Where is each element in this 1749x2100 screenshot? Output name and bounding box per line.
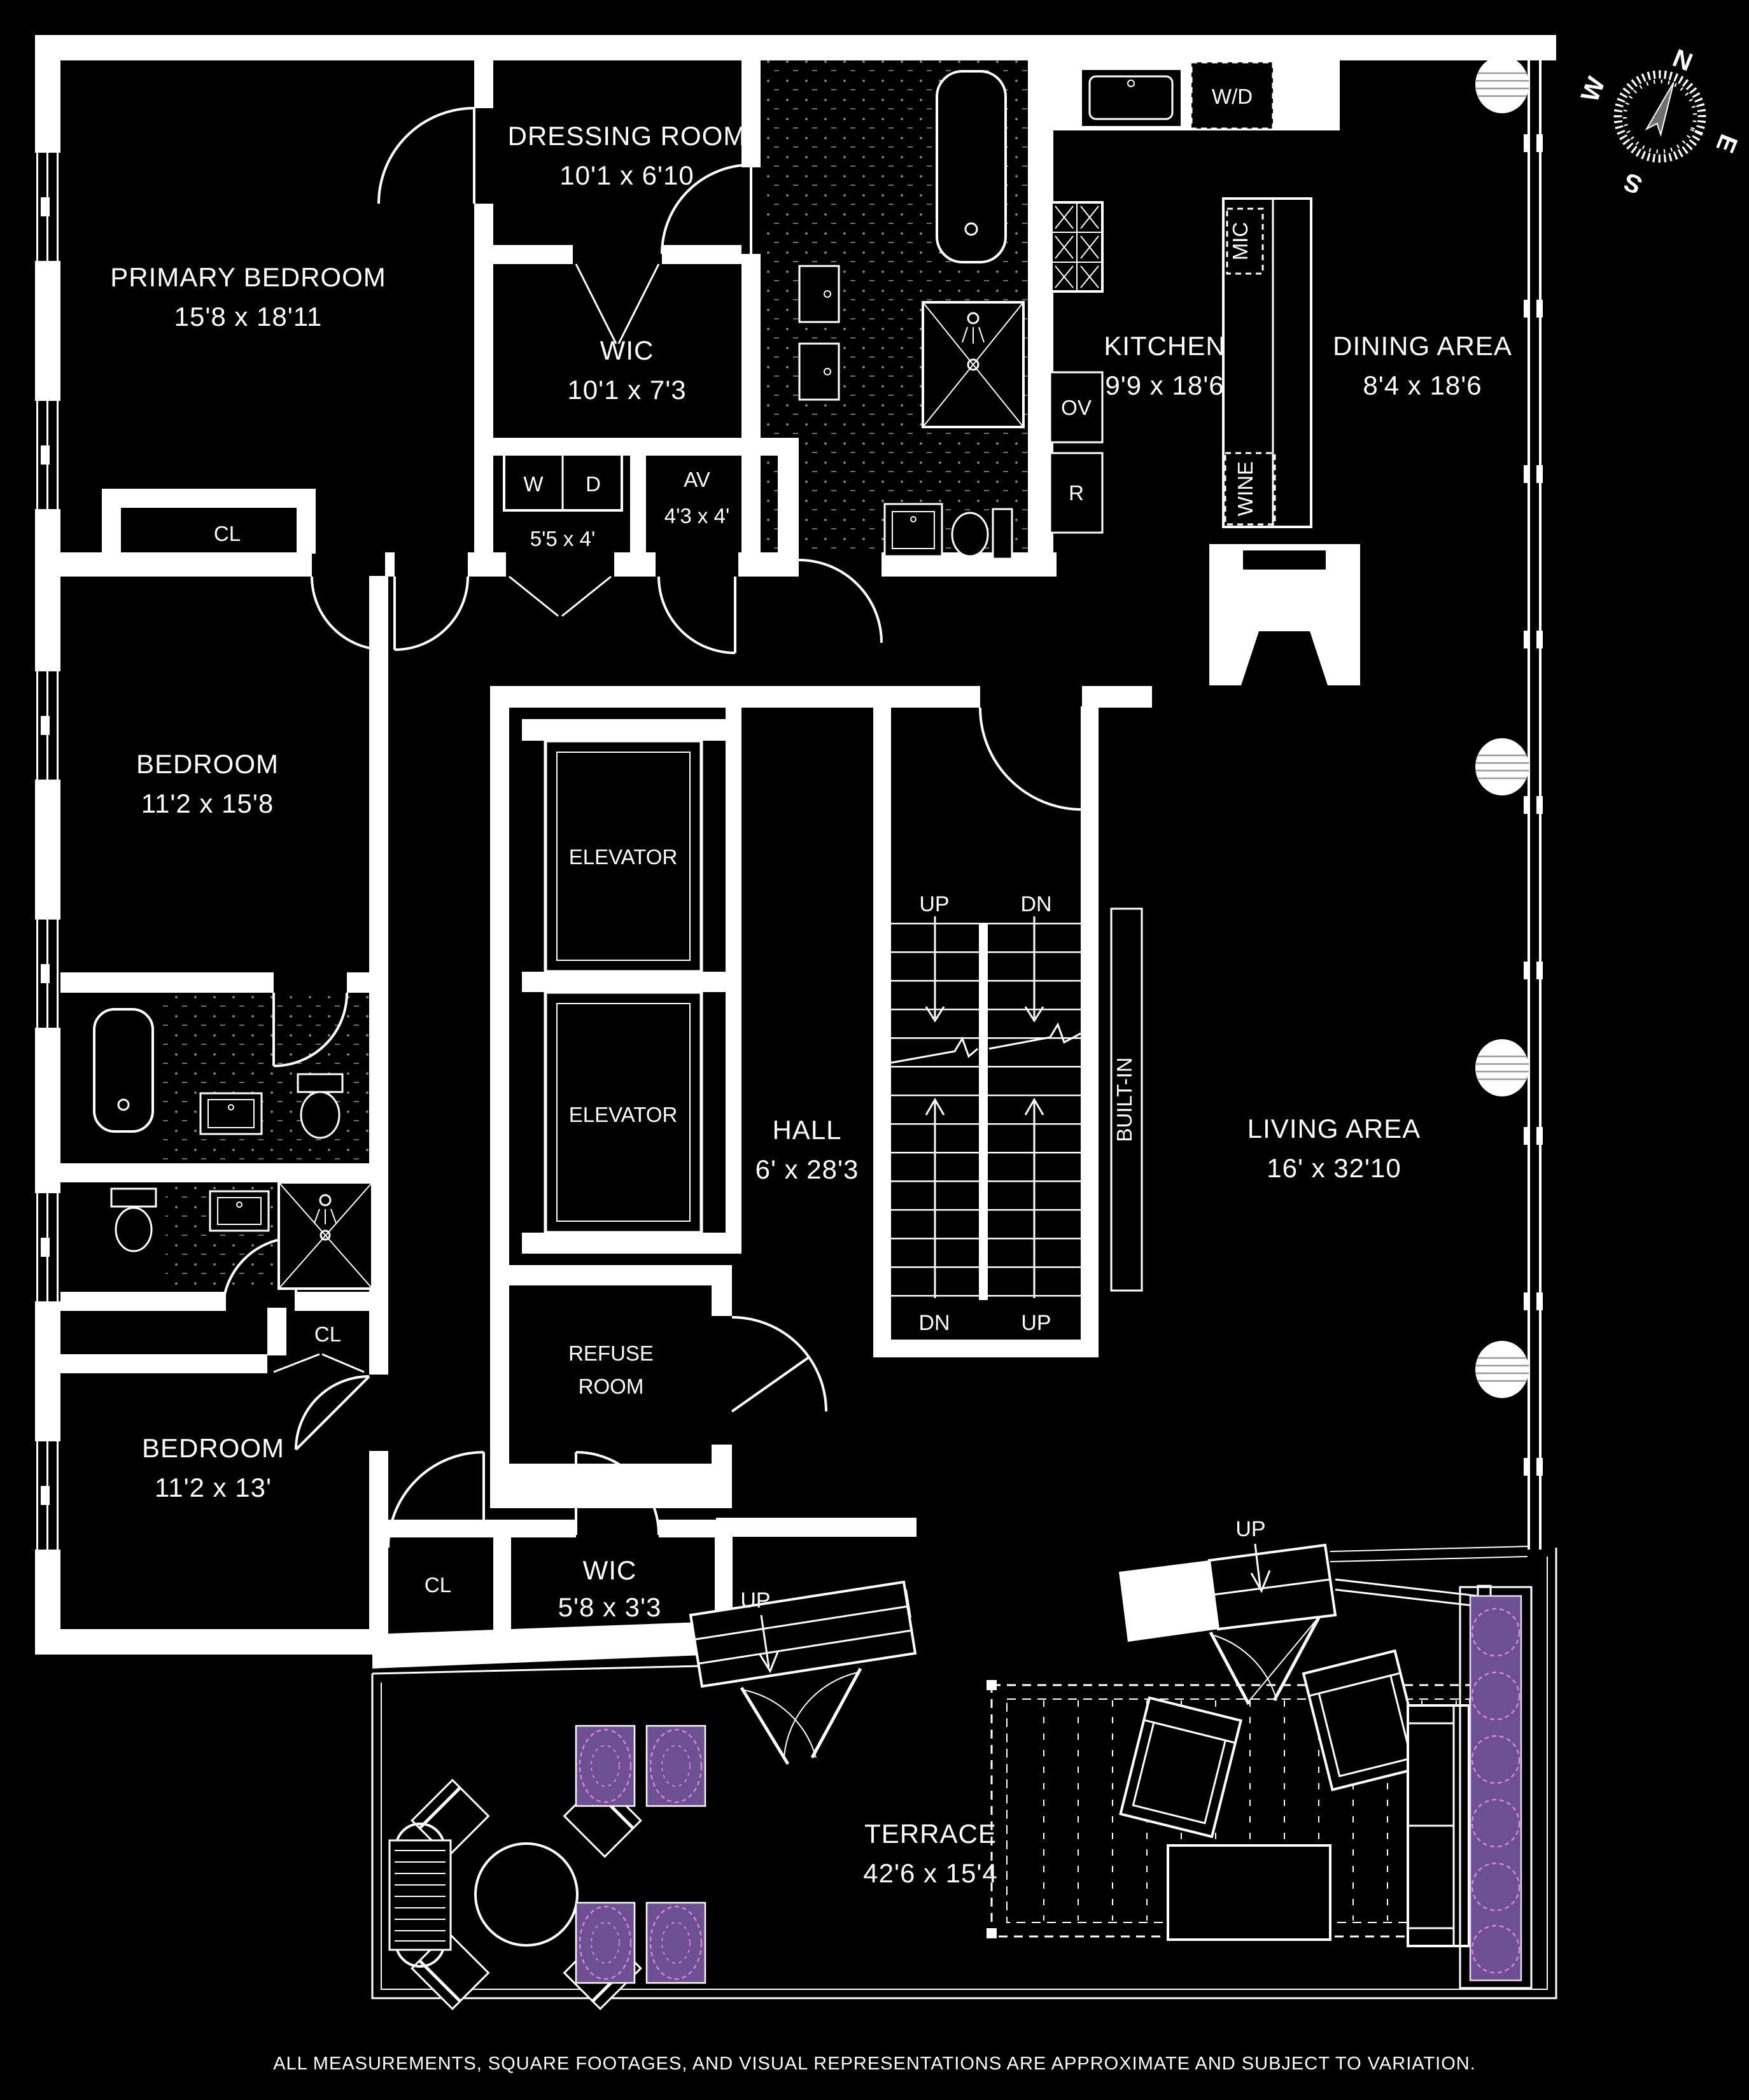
elevator-1: ELEVATOR [544, 739, 703, 974]
dressing-room-label: DRESSING ROOM [508, 121, 747, 151]
shower-icon [277, 1181, 374, 1290]
built-in: BUILT-IN [1110, 907, 1143, 1292]
laundry-closet [503, 452, 623, 512]
disclaimer-text: ALL MEASUREMENTS, SQUARE FOOTAGES, AND V… [273, 2054, 1476, 2074]
wic-primary-dims: 10'1 x 7'3 [567, 375, 686, 405]
stairs: UP DN DN UP [890, 892, 1081, 1335]
elevators: ELEVATOR ELEVATOR [544, 739, 703, 1235]
stairs-up-label: UP [919, 892, 949, 916]
primary-bedroom-dims: 15'8 x 18'11 [174, 302, 323, 332]
coffee-table-icon [1167, 1844, 1331, 1941]
toilet-icon [992, 508, 1013, 560]
kitchen-dims: 9'9 x 18'6 [1105, 370, 1224, 400]
bathtub-icon [936, 70, 1007, 263]
av-closet-label: AV [684, 468, 710, 491]
kitchen-label: KITCHEN [1104, 331, 1225, 361]
elevator-2: ELEVATOR [544, 990, 703, 1235]
elevator-label: ELEVATOR [569, 845, 678, 869]
bath-a-fixtures [93, 1008, 344, 1139]
terrace: UP UP [371, 1517, 1557, 2010]
washer-label: W [523, 472, 544, 496]
long-planter [1459, 1586, 1533, 1989]
washer-dryer-unit: W/D [1190, 61, 1274, 130]
oven-label: OV [1061, 396, 1092, 419]
av-closet-dims: 4'3 x 4' [664, 504, 730, 528]
stairs-dn-label: DN [1020, 892, 1051, 916]
vanity-sink-icon [798, 265, 840, 401]
refuse-room-label2: ROOM [579, 1375, 644, 1398]
range-icon [1050, 201, 1104, 293]
wic-2-label: WIC [583, 1555, 637, 1585]
toilet-icon [110, 1187, 157, 1252]
primary-bedroom-label: PRIMARY BEDROOM [110, 262, 386, 292]
microwave-label: MIC [1228, 222, 1252, 261]
closet-label: CL [214, 522, 241, 545]
wic-2-dims: 5'8 x 3'3 [558, 1592, 662, 1622]
terrace-up-label: UP [740, 1588, 770, 1613]
powder-room-fixtures [883, 503, 1013, 560]
bedroom-2-label: BEDROOM [136, 749, 279, 779]
washer-dryer-label: W/D [1212, 85, 1253, 108]
kitchen-island: MIC WINE [1222, 197, 1312, 528]
wic-primary-label: WIC [600, 335, 654, 365]
curtain-wall [1524, 60, 1543, 1550]
sofa-icon [1407, 1704, 1470, 1947]
elevator-label: ELEVATOR [569, 1103, 678, 1126]
toilet-icon [297, 1073, 344, 1139]
built-in-label: BUILT-IN [1113, 1057, 1136, 1142]
living-area-label: LIVING AREA [1247, 1114, 1421, 1144]
oven-icon: OV [1049, 371, 1104, 444]
kitchen-fixtures: W/D OV R MIC WINE [1049, 60, 1340, 534]
terrace-label: TERRACE [864, 1819, 997, 1849]
walls [35, 35, 1556, 1669]
bedroom-2-dims: 11'2 x 15'8 [141, 788, 274, 818]
laundry-dims: 5'5 x 4' [530, 527, 596, 550]
bath-b-fixtures [110, 1181, 374, 1290]
dining-area-dims: 8'4 x 18'6 [1363, 370, 1482, 400]
refuse-room-label: REFUSE [568, 1341, 654, 1365]
dressing-room-dims: 10'1 x 6'10 [559, 160, 694, 190]
dryer-label: D [586, 472, 601, 496]
doors [221, 107, 1083, 1548]
stairs-up-label: UP [1021, 1311, 1051, 1335]
compass-needle [1645, 81, 1675, 137]
room-labels: PRIMARY BEDROOM 15'8 x 18'11 DRESSING RO… [110, 121, 1512, 1888]
fireplace [1209, 544, 1360, 685]
primary-bath-fixtures [798, 70, 1025, 560]
stairs-dn-label: DN [918, 1311, 950, 1335]
bathtub-icon [93, 1008, 154, 1133]
refrigerator-label: R [1069, 481, 1084, 505]
terrace-dims: 42'6 x 15'4 [863, 1858, 998, 1888]
terrace-dining-set [411, 1779, 642, 2010]
hall-dims: 6' x 28'3 [755, 1154, 859, 1184]
kitchen-sink-icon [1082, 70, 1181, 126]
grill-icon [388, 1823, 452, 1968]
terrace-up-label: UP [1235, 1517, 1265, 1541]
living-area-dims: 16' x 32'10 [1267, 1153, 1401, 1183]
shower-icon [922, 301, 1025, 428]
dining-area-label: DINING AREA [1333, 331, 1512, 361]
wine-label: WINE [1233, 461, 1257, 516]
bedroom-3-label: BEDROOM [142, 1433, 284, 1463]
hall-label: HALL [772, 1115, 841, 1145]
bedroom-3-dims: 11'2 x 13' [155, 1473, 272, 1502]
closet-label: CL [425, 1573, 451, 1597]
terrace-steps-left: UP [689, 1580, 917, 1765]
refrigerator-icon: R [1049, 452, 1104, 534]
closet-label: CL [314, 1322, 341, 1346]
